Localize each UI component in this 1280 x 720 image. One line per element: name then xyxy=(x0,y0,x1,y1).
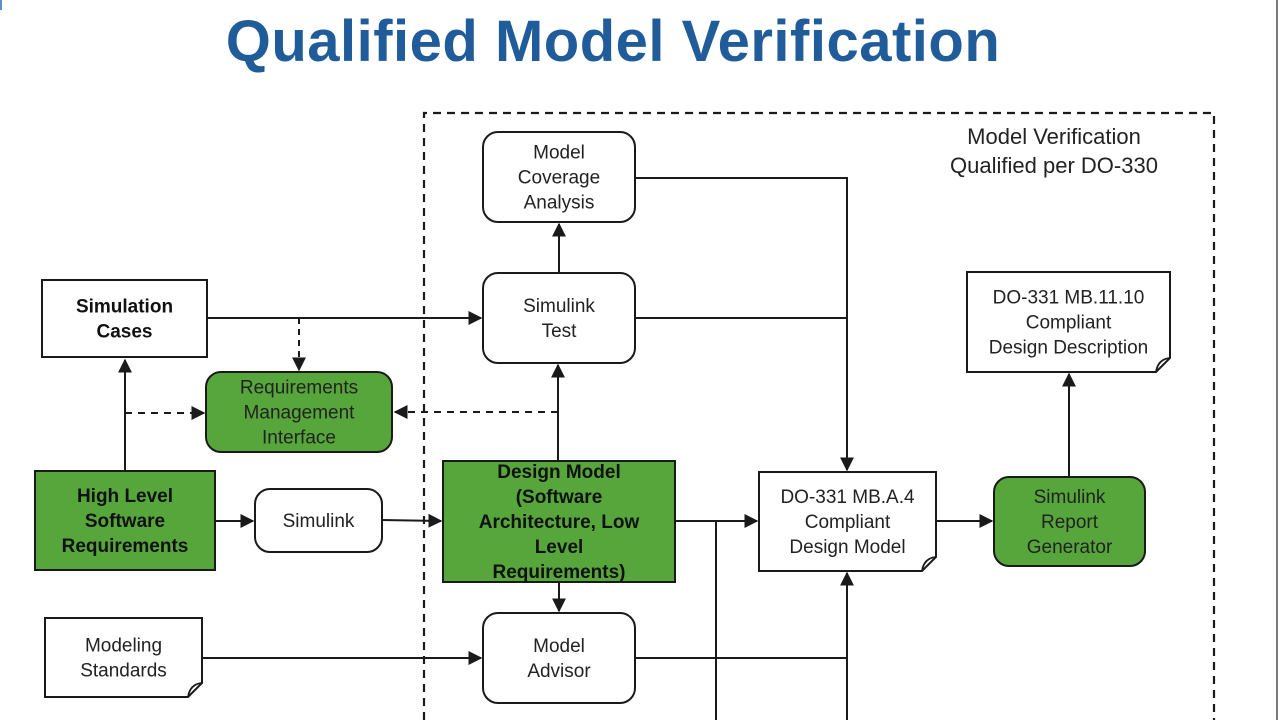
node-shape xyxy=(205,371,393,453)
node-label-line: Test xyxy=(542,321,578,342)
node-label-line: Advisor xyxy=(527,661,591,682)
node-label-line: Simulink xyxy=(523,296,595,317)
slide-right-border xyxy=(1276,0,1278,720)
node-shape xyxy=(44,617,203,698)
node-label-line: Requirements xyxy=(240,377,358,398)
node-shape xyxy=(254,488,383,553)
node-label-line: Coverage xyxy=(518,167,600,188)
node-label-line: Cases xyxy=(97,321,153,342)
slide-edge-mark xyxy=(0,0,2,10)
node-shape xyxy=(758,471,937,572)
node-label-line: Simulink xyxy=(283,511,355,532)
node-label-line: Level xyxy=(535,537,584,558)
node-label-line: Simulation xyxy=(76,296,173,317)
edge-simulink-to-design-model xyxy=(381,513,443,528)
document-fold xyxy=(1155,357,1171,373)
node-label-line: DO-331 MB.11.10 xyxy=(993,287,1145,308)
node-label-line: DO-331 MB.A.4 xyxy=(780,487,915,508)
node-label-line: Analysis xyxy=(524,192,595,213)
node-label-line: Compliant xyxy=(1026,312,1112,333)
node-shape xyxy=(482,131,636,223)
node-label-line: Software xyxy=(85,511,165,532)
qualified-region: Model Verification Qualified per DO-330 xyxy=(422,111,1216,720)
node-label-line: Interface xyxy=(262,427,336,448)
node-simulink: Simulink xyxy=(254,488,383,553)
connectors xyxy=(118,177,1076,720)
node-label-line: Design Model xyxy=(497,462,621,483)
node-shape xyxy=(482,612,636,704)
node-label-line: (Software xyxy=(516,487,603,508)
document-fold xyxy=(187,682,203,698)
node-shape xyxy=(34,470,216,571)
node-label-line: Model xyxy=(533,636,585,657)
node-label-line: Modeling xyxy=(85,635,162,656)
node-label-line: Simulink xyxy=(1034,487,1106,508)
node-label-line: Design Model xyxy=(789,537,905,558)
node-shape xyxy=(442,460,676,583)
region-label-line-1: Model Verification xyxy=(967,124,1141,149)
document-fold xyxy=(921,556,937,572)
node-label-line: Standards xyxy=(80,660,167,681)
edge-model-coverage-to-do331-model xyxy=(635,177,854,472)
node-label-line: Model xyxy=(533,142,585,163)
node-shape xyxy=(41,279,208,358)
node-label-line: Requirements xyxy=(62,536,189,557)
node-label-line: Requirements) xyxy=(492,562,625,583)
node-shape xyxy=(993,476,1146,567)
node-label-line: Generator xyxy=(1027,537,1113,558)
node-label-line: Compliant xyxy=(805,512,891,533)
node-label-line: High Level xyxy=(77,486,173,507)
node-label-line: Architecture, Low xyxy=(479,512,640,533)
node-shape xyxy=(966,271,1171,373)
edge-model-advisor-to-do331-model xyxy=(635,571,854,659)
node-label-line: Design Description xyxy=(989,337,1148,358)
node-shape xyxy=(482,272,636,364)
node-label-line: Report xyxy=(1041,512,1099,533)
page-title: Qualified Model Verification xyxy=(225,9,1001,74)
region-label-line-2: Qualified per DO-330 xyxy=(950,153,1158,178)
node-label-line: Management xyxy=(244,402,356,423)
